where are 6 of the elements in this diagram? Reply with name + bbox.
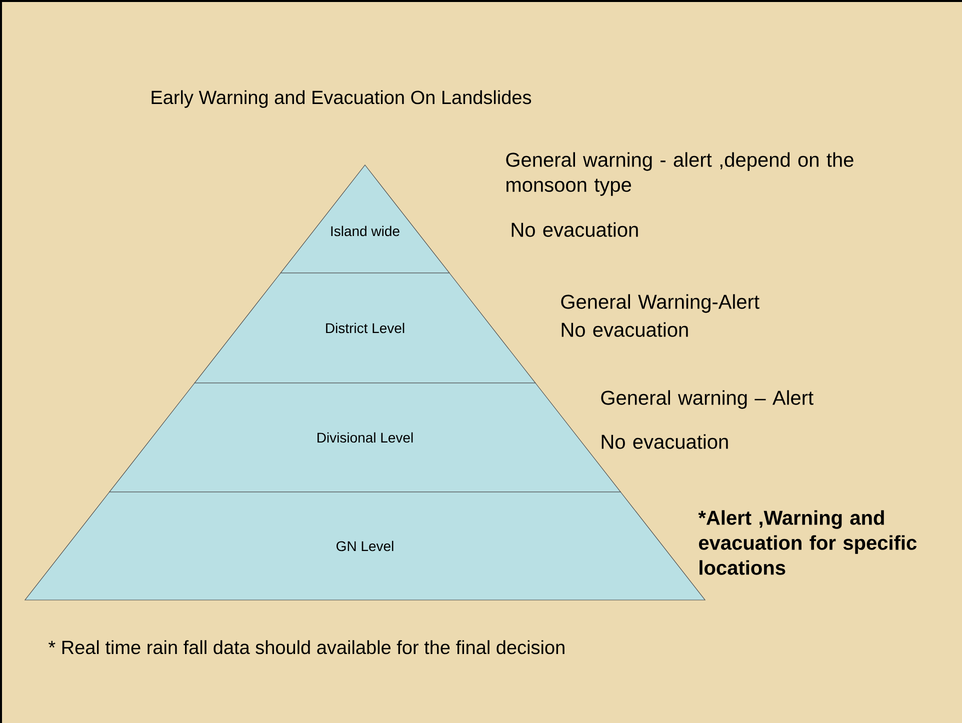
note-text: General warning - alert ,depend on the monsoon type <box>506 152 854 196</box>
title: Early Warning and Evacuation On Landslides <box>152 90 532 108</box>
note-text: No evacuation <box>512 222 638 237</box>
footnote: * Real time rain fall data should available for the final decision <box>48 640 564 654</box>
note-text: No evacuation <box>562 322 688 337</box>
note-text: General Warning-Alert <box>561 294 760 313</box>
